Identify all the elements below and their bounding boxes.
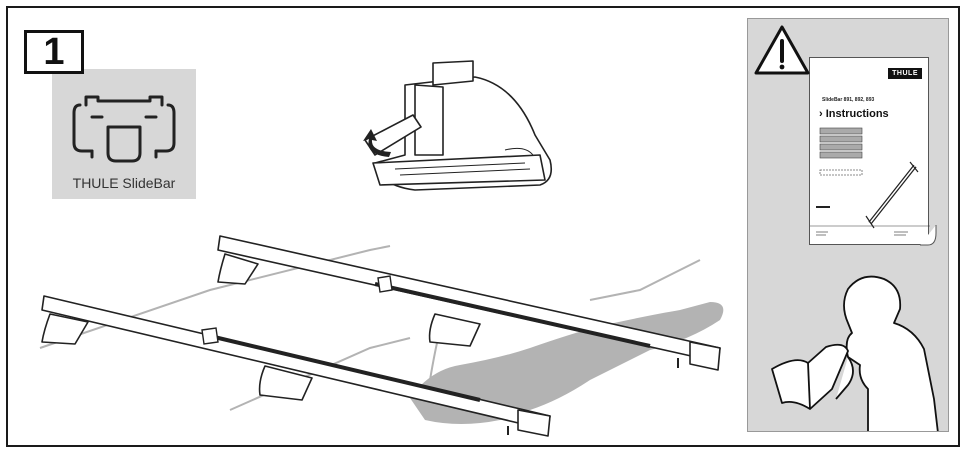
person-reading-illustration: [771, 275, 939, 431]
manual-subtitle: SlideBar 891, 892, 893: [822, 97, 875, 103]
page-curl-icon: [920, 225, 937, 246]
manual-title: › Instructions: [819, 108, 889, 120]
step-number: 1: [43, 31, 65, 73]
thule-logo: THULE: [888, 68, 922, 79]
step-number-box: 1: [24, 30, 84, 74]
manual-contents: [810, 127, 930, 236]
profile-caption: THULE SlideBar: [72, 175, 176, 191]
warning-triangle-icon: [754, 25, 810, 75]
roof-foot-illustration: [363, 60, 553, 191]
slidebar-profile-icon: [72, 95, 176, 163]
profile-panel: THULE SlideBar: [52, 69, 196, 199]
instructions-panel: THULE SlideBar 891, 892, 893 › Instructi…: [747, 18, 949, 432]
roof-bars-illustration: [39, 235, 724, 437]
instruction-manual: THULE SlideBar 891, 892, 893 › Instructi…: [809, 57, 930, 245]
